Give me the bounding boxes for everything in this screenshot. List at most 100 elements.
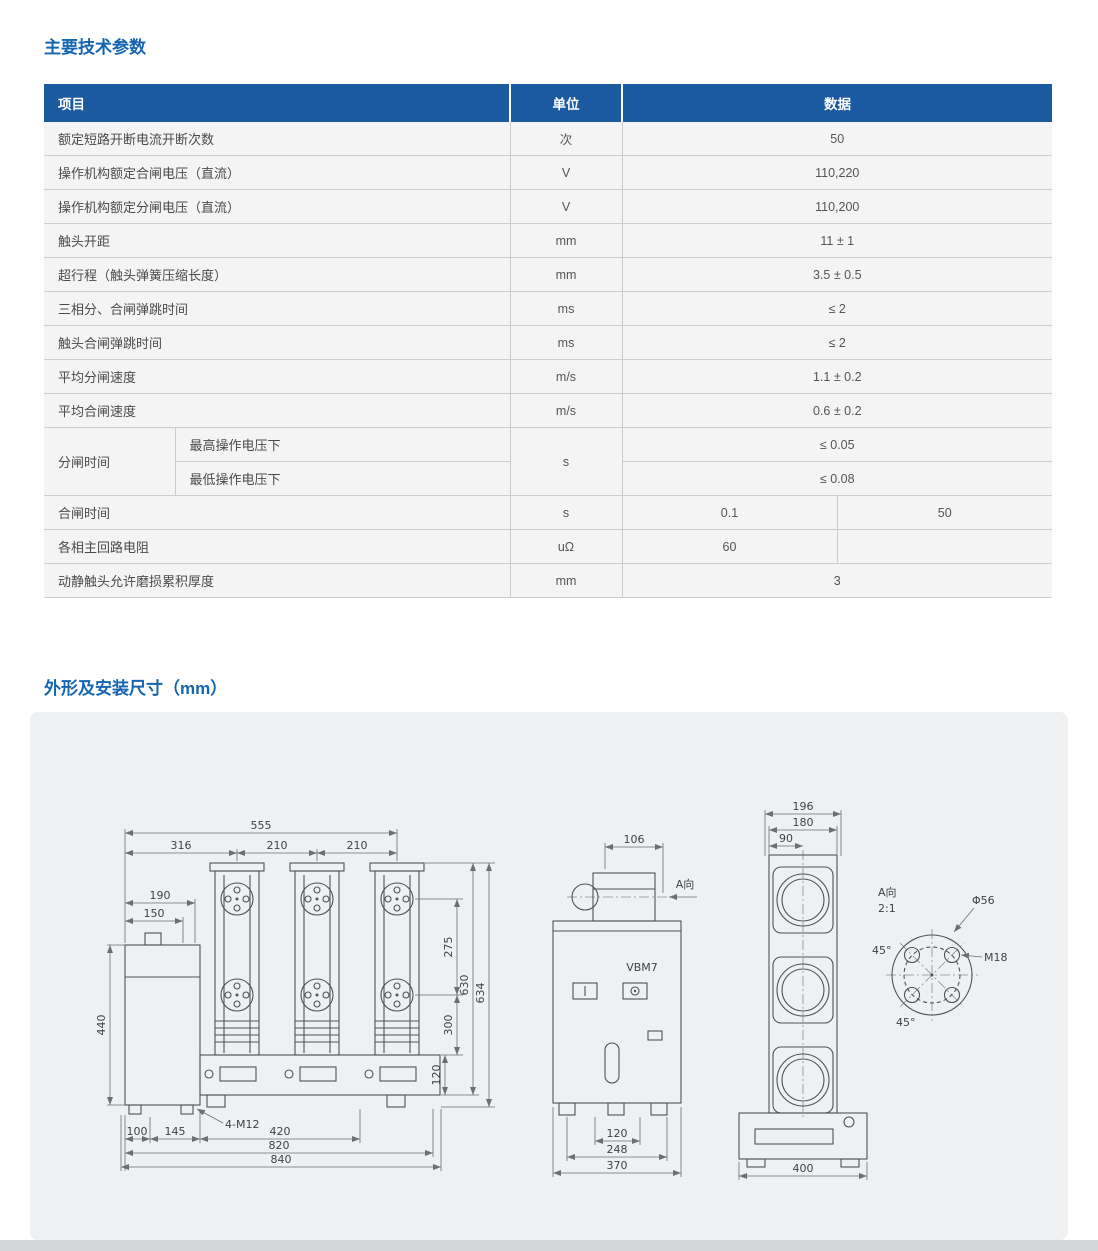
dim-150: 150 — [144, 907, 165, 920]
front-view-geometry — [124, 862, 441, 1115]
dim-840: 840 — [271, 1153, 292, 1166]
row-unit: 次 — [509, 122, 623, 156]
row-unit: ms — [509, 325, 623, 360]
row-value: 0.6 ± 0.2 — [622, 393, 1052, 428]
row-item: 合闸时间 — [44, 495, 510, 530]
row-item: 动静触头允许磨损累积厚度 — [44, 563, 510, 598]
detail-a-view-label: A向 — [878, 885, 897, 899]
row-item-sub: 最高操作电压下 — [175, 427, 510, 462]
row-unit: mm — [509, 223, 623, 258]
row-unit: V — [509, 155, 623, 190]
dim-120-side: 120 — [607, 1127, 628, 1140]
dim-145: 145 — [165, 1125, 186, 1138]
row-value-left: 60 — [622, 529, 838, 564]
table-header-row: 项目 单位 数据 — [44, 84, 1052, 122]
row-item-group: 分闸时间 — [44, 427, 176, 496]
table-row: 动静触头允许磨损累积厚度 mm 3 — [44, 563, 1052, 598]
table-row: 最低操作电压下 ≤ 0.08 — [44, 461, 1052, 496]
detail-view-labels: A向 2:1 Φ56 M18 45° 45° — [872, 885, 1008, 1029]
side-view-geometry — [552, 872, 682, 1116]
row-value: 110,200 — [622, 189, 1052, 224]
dim-106: 106 — [624, 833, 645, 846]
row-unit: m/s — [509, 393, 623, 428]
row-value-right — [837, 529, 1052, 564]
row-unit: ms — [509, 291, 623, 326]
detail-view-geometry — [891, 934, 973, 1016]
dim-4-m12: 4-M12 — [225, 1118, 259, 1131]
rear-view-labels: 196 180 90 400 — [779, 800, 814, 1175]
side-view-drawing: 106 A向 VBM7 120 248 370 — [552, 833, 697, 1177]
model-label: VBM7 — [626, 961, 658, 974]
row-value: 11 ± 1 — [622, 223, 1052, 258]
dim-120-front: 120 — [430, 1065, 443, 1086]
side-view-labels: 106 A向 VBM7 120 248 370 — [607, 833, 695, 1172]
row-unit: mm — [509, 563, 623, 598]
front-view-drawing: 555 316 210 210 190 150 440 275 300 630 … — [95, 819, 495, 1171]
col-header-item: 项目 — [44, 84, 510, 122]
section-title-dimensions: 外形及安装尺寸（mm） — [44, 679, 228, 698]
table-row: 触头合闸弹跳时间 ms ≤ 2 — [44, 325, 1052, 360]
row-item: 操作机构额定分闸电压（直流） — [44, 189, 510, 224]
dim-300: 300 — [442, 1015, 455, 1036]
table-row: 平均合闸速度 m/s 0.6 ± 0.2 — [44, 393, 1052, 428]
table-row: 操作机构额定合闸电压（直流） V 110,220 — [44, 155, 1052, 190]
table-row: 额定短路开断电流开断次数 次 50 — [44, 122, 1052, 156]
dim-m18: M18 — [984, 951, 1008, 964]
table-row: 平均分闸速度 m/s 1.1 ± 0.2 — [44, 359, 1052, 394]
row-value: 3 — [622, 563, 1052, 598]
dim-210-b: 210 — [347, 839, 368, 852]
dim-820: 820 — [269, 1139, 290, 1152]
dim-248: 248 — [607, 1143, 628, 1156]
row-value: ≤ 2 — [622, 291, 1052, 326]
dim-316: 316 — [171, 839, 192, 852]
dim-634: 634 — [474, 983, 487, 1004]
dim-210-a: 210 — [267, 839, 288, 852]
col-header-data: 数据 — [621, 84, 1052, 122]
row-value: 3.5 ± 0.5 — [622, 257, 1052, 292]
row-item: 触头开距 — [44, 223, 510, 258]
dim-phi56: Φ56 — [972, 894, 995, 907]
row-value: 50 — [622, 122, 1052, 156]
detail-scale-label: 2:1 — [878, 902, 896, 915]
dim-100: 100 — [127, 1125, 148, 1138]
dim-190: 190 — [150, 889, 171, 902]
footer-bar — [0, 1240, 1098, 1251]
dimensions-panel: 555 316 210 210 190 150 440 275 300 630 … — [30, 712, 1068, 1240]
row-value-left: 0.1 — [622, 495, 838, 530]
table-row: 触头开距 mm 11 ± 1 — [44, 223, 1052, 258]
dim-45-a: 45° — [872, 944, 892, 957]
detail-view-dimension-lines — [953, 907, 983, 959]
dim-180: 180 — [793, 816, 814, 829]
table-row: 合闸时间 s 0.1 50 — [44, 495, 1052, 530]
table-row: 操作机构额定分闸电压（直流） V 110,200 — [44, 189, 1052, 224]
row-item: 平均分闸速度 — [44, 359, 510, 394]
table-row: 各相主回路电阻 uΩ 60 — [44, 529, 1052, 564]
row-unit: V — [509, 189, 623, 224]
row-unit: s — [509, 495, 623, 530]
row-item: 操作机构额定合闸电压（直流） — [44, 155, 510, 190]
dim-420: 420 — [270, 1125, 291, 1138]
row-value: ≤ 0.05 — [622, 427, 1052, 462]
row-value: 1.1 ± 0.2 — [622, 359, 1052, 394]
front-view-dimension-lines — [107, 829, 495, 1171]
row-value: ≤ 0.08 — [622, 461, 1052, 496]
section-title-main-params: 主要技术参数 — [44, 38, 146, 57]
rear-view-dimension-lines — [738, 810, 868, 1180]
row-value-right: 50 — [837, 495, 1052, 530]
dim-555: 555 — [251, 819, 272, 832]
dim-90: 90 — [779, 832, 793, 845]
row-unit: mm — [509, 257, 623, 292]
dim-196: 196 — [793, 800, 814, 813]
dim-275: 275 — [442, 937, 455, 958]
params-table: 项目 单位 数据 额定短路开断电流开断次数 次 50 操作机构额定合闸电压（直流… — [44, 84, 1052, 598]
row-value: ≤ 2 — [622, 325, 1052, 360]
row-unit: s — [509, 427, 623, 496]
col-header-unit: 单位 — [509, 84, 622, 122]
table-row: 分闸时间 最高操作电压下 s ≤ 0.05 — [44, 427, 1052, 496]
row-value: 110,220 — [622, 155, 1052, 190]
dim-630: 630 — [458, 975, 471, 996]
side-view-dimension-lines — [552, 843, 697, 1177]
row-item-sub: 最低操作电压下 — [175, 461, 510, 496]
a-view-label: A向 — [676, 877, 695, 891]
row-item: 各相主回路电阻 — [44, 529, 510, 564]
